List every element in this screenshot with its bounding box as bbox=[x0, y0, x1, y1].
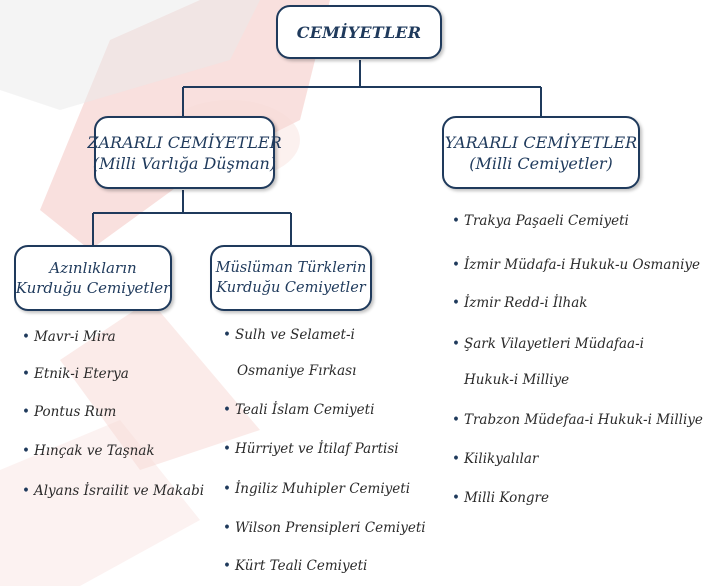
muslim-title: Müslüman Türklerin bbox=[215, 260, 367, 276]
bullet-icon: • bbox=[452, 412, 460, 428]
bullet-icon: • bbox=[452, 451, 460, 467]
list-item: •Alyans İsrailit ve Makabi bbox=[22, 483, 205, 499]
list-item: •İzmir Redd-i İlhak bbox=[452, 295, 588, 311]
list-item: •Etnik-i Eterya bbox=[22, 366, 129, 382]
list-item: •İzmir Müdafa-i Hukuk-u Osmaniye bbox=[452, 257, 701, 273]
list-item: •Trabzon Müdefaa-i Hukuk-i Milliye bbox=[452, 412, 703, 428]
list-item: •Hınçak ve Taşnak bbox=[22, 443, 155, 459]
useful-title: YARARLI CEMİYETLER bbox=[444, 132, 638, 152]
list-item: •Wilson Prensipleri Cemiyeti bbox=[223, 520, 426, 536]
list-item: Hukuk-i Milliye bbox=[464, 372, 570, 388]
list-item: •Hürriyet ve İtilaf Partisi bbox=[223, 441, 399, 457]
minority-societies-node: Azınlıkların Kurduğu Cemiyetler bbox=[14, 245, 172, 311]
list-item: •Mavr-i Mira bbox=[22, 329, 116, 345]
minority-subtitle: Kurduğu Cemiyetler bbox=[15, 279, 171, 297]
list-item: •Pontus Rum bbox=[22, 404, 117, 420]
list-item: Osmaniye Fırkası bbox=[237, 363, 357, 379]
bullet-icon: • bbox=[22, 443, 30, 459]
harmful-subtitle: (Milli Varlığa Düşman) bbox=[92, 153, 277, 173]
bullet-icon: • bbox=[452, 490, 460, 506]
useful-subtitle: (Milli Cemiyetler) bbox=[469, 153, 613, 173]
bullet-icon: • bbox=[22, 366, 30, 382]
muslim-societies-node: Müslüman Türklerin Kurduğu Cemiyetler bbox=[210, 245, 372, 311]
bullet-icon: • bbox=[223, 402, 231, 418]
list-item: •Sulh ve Selamet-i bbox=[223, 327, 355, 343]
useful-societies-node: YARARLI CEMİYETLER (Milli Cemiyetler) bbox=[442, 116, 640, 189]
bullet-icon: • bbox=[223, 520, 231, 536]
list-item: •Trakya Paşaeli Cemiyeti bbox=[452, 213, 629, 229]
bullet-icon: • bbox=[22, 329, 30, 345]
list-item: •Milli Kongre bbox=[452, 490, 549, 506]
muslim-subtitle: Kurduğu Cemiyetler bbox=[216, 280, 366, 296]
bullet-icon: • bbox=[223, 558, 231, 574]
bullet-icon: • bbox=[223, 327, 231, 343]
bullet-icon: • bbox=[452, 257, 460, 273]
list-item: •Teali İslam Cemiyeti bbox=[223, 402, 375, 418]
root-label: CEMİYETLER bbox=[296, 22, 422, 42]
bullet-icon: • bbox=[452, 295, 460, 311]
bullet-icon: • bbox=[223, 441, 231, 457]
bullet-icon: • bbox=[22, 483, 30, 499]
list-item: •Kürt Teali Cemiyeti bbox=[223, 558, 368, 574]
root-node: CEMİYETLER bbox=[276, 5, 442, 59]
bullet-icon: • bbox=[452, 213, 460, 229]
harmful-societies-node: ZARARLI CEMİYETLER (Milli Varlığa Düşman… bbox=[87, 116, 282, 189]
list-item: •Kilikyalılar bbox=[452, 451, 539, 467]
bullet-icon: • bbox=[223, 481, 231, 497]
harmful-title: ZARARLI CEMİYETLER bbox=[87, 132, 282, 152]
bullet-icon: • bbox=[22, 404, 30, 420]
bullet-icon: • bbox=[452, 336, 460, 352]
minority-title: Azınlıkların bbox=[49, 259, 137, 277]
list-item: •İngiliz Muhipler Cemiyeti bbox=[223, 481, 411, 497]
list-item: •Şark Vilayetleri Müdafaa-i bbox=[452, 336, 644, 352]
